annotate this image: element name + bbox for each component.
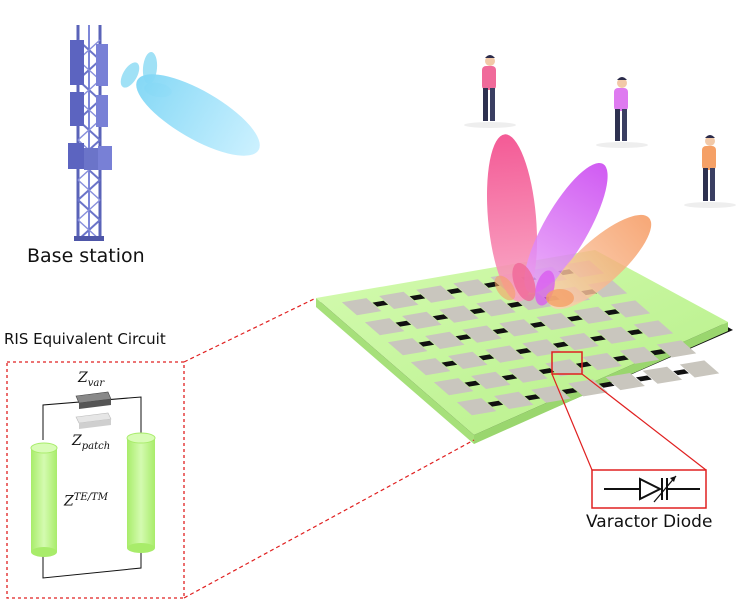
person-icon bbox=[684, 135, 736, 208]
ris-diode bbox=[529, 321, 546, 328]
ris-patch bbox=[448, 351, 488, 369]
ris-diode bbox=[552, 341, 569, 348]
ris-diode bbox=[478, 354, 495, 361]
ris-patch bbox=[536, 313, 576, 331]
ris-patch bbox=[456, 398, 497, 416]
ris-patch bbox=[508, 365, 548, 383]
varactor-diode-icon bbox=[604, 475, 700, 503]
ris-patch bbox=[439, 305, 479, 323]
ris-patch bbox=[610, 300, 651, 318]
ris-patch bbox=[416, 285, 456, 303]
ris-diode bbox=[395, 320, 412, 327]
ris-diode bbox=[372, 300, 389, 307]
ris-diode bbox=[446, 288, 463, 294]
ris-patch bbox=[471, 371, 511, 389]
ris-patch bbox=[573, 306, 614, 324]
ris-patch bbox=[605, 373, 645, 391]
ris-diode bbox=[627, 329, 643, 336]
ris-diode bbox=[673, 369, 689, 376]
ris-patch bbox=[462, 325, 502, 343]
ris-patch bbox=[410, 358, 451, 376]
base-station-beam bbox=[120, 52, 260, 156]
ris-patch bbox=[582, 353, 622, 371]
ris-patch bbox=[619, 346, 660, 364]
ris-diode bbox=[590, 335, 606, 342]
ris-patch bbox=[433, 378, 474, 396]
ris-diode bbox=[469, 308, 486, 314]
ris-patch bbox=[679, 360, 720, 378]
ris-patch bbox=[387, 338, 428, 356]
ris-patch bbox=[596, 326, 637, 344]
ris-circuit-title: RIS Equivalent Circuit bbox=[4, 330, 166, 348]
ris-diode bbox=[604, 309, 620, 316]
ris-diode bbox=[561, 388, 578, 394]
ris-patch bbox=[633, 320, 674, 338]
ris-patch bbox=[341, 298, 382, 316]
ris-diode bbox=[636, 375, 652, 382]
person-icon bbox=[596, 77, 648, 148]
ris-patch bbox=[453, 279, 493, 297]
ris-diode bbox=[506, 301, 523, 308]
ris-patch bbox=[379, 291, 419, 309]
ris-diode bbox=[492, 328, 509, 334]
ris-patch bbox=[476, 299, 516, 317]
ris-patch bbox=[425, 331, 465, 349]
ris-diode bbox=[455, 334, 472, 341]
ris-patch bbox=[364, 318, 405, 336]
equivalent-circuit bbox=[30, 391, 156, 579]
ris-diode bbox=[613, 355, 629, 362]
ris-diode bbox=[409, 294, 426, 301]
ris-patch bbox=[545, 359, 585, 377]
reflected-beams bbox=[486, 134, 652, 310]
ris-diode bbox=[464, 380, 481, 387]
ris-diode bbox=[441, 360, 458, 367]
ris-diode bbox=[524, 394, 541, 401]
ris-patch bbox=[499, 319, 539, 337]
ris-patch bbox=[402, 311, 442, 329]
ris-patch bbox=[531, 385, 571, 403]
ris-diode bbox=[418, 340, 435, 347]
ris-diode bbox=[487, 400, 504, 407]
ris-patch bbox=[656, 340, 697, 358]
z-te-tm-label: ZTE/TM bbox=[64, 492, 108, 510]
ris-diode bbox=[432, 314, 449, 321]
base-station-label: Base station bbox=[27, 245, 145, 267]
z-var-label: Zvar bbox=[78, 370, 105, 389]
ris-diode bbox=[598, 381, 615, 388]
cell-tower-icon bbox=[68, 25, 112, 241]
ris-patch bbox=[494, 391, 534, 409]
ris-patch bbox=[559, 333, 599, 351]
ris-patch bbox=[568, 379, 608, 397]
ris-circuit-zoom-lines bbox=[6, 297, 475, 599]
varactor-diode-label: Varactor Diode bbox=[586, 512, 713, 532]
person-icon bbox=[464, 55, 516, 128]
ris-patch bbox=[485, 345, 525, 363]
ris-diode bbox=[515, 348, 532, 354]
ris-diode bbox=[650, 349, 666, 356]
ris-diode bbox=[567, 315, 583, 322]
ris-diode bbox=[501, 374, 518, 381]
ris-diode bbox=[538, 368, 555, 374]
ris-patch bbox=[642, 366, 683, 384]
ris-diode bbox=[575, 361, 592, 368]
z-patch-label: Zpatch bbox=[72, 433, 111, 452]
